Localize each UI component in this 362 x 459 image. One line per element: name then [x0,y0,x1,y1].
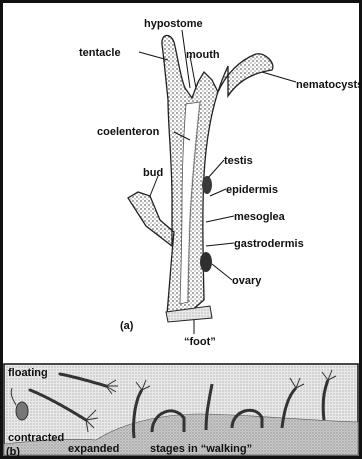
ovary-organ [200,252,212,272]
label-mouth: mouth [186,49,220,61]
label-mesoglea: mesoglea [234,211,286,223]
label-expanded: expanded [68,443,119,455]
testis-organ [202,176,212,194]
label-ovary: ovary [232,275,262,287]
label-coelenteron: coelenteron [97,126,160,138]
label-floating: floating [8,367,48,379]
label-walking: stages in “walking” [150,443,252,455]
label-testis: testis [224,155,253,167]
panel-label-a: (a) [120,320,134,332]
label-contracted: contracted [8,432,64,444]
label-gastrodermis: gastrodermis [234,238,304,250]
panel-label-b: (b) [6,446,20,458]
label-epidermis: epidermis [226,184,278,196]
label-bud: bud [143,167,163,179]
label-nematocysts: nematocysts [296,79,362,91]
label-foot: “foot” [184,336,216,348]
label-tentacle: tentacle [79,47,121,59]
label-hypostome: hypostome [144,18,203,30]
